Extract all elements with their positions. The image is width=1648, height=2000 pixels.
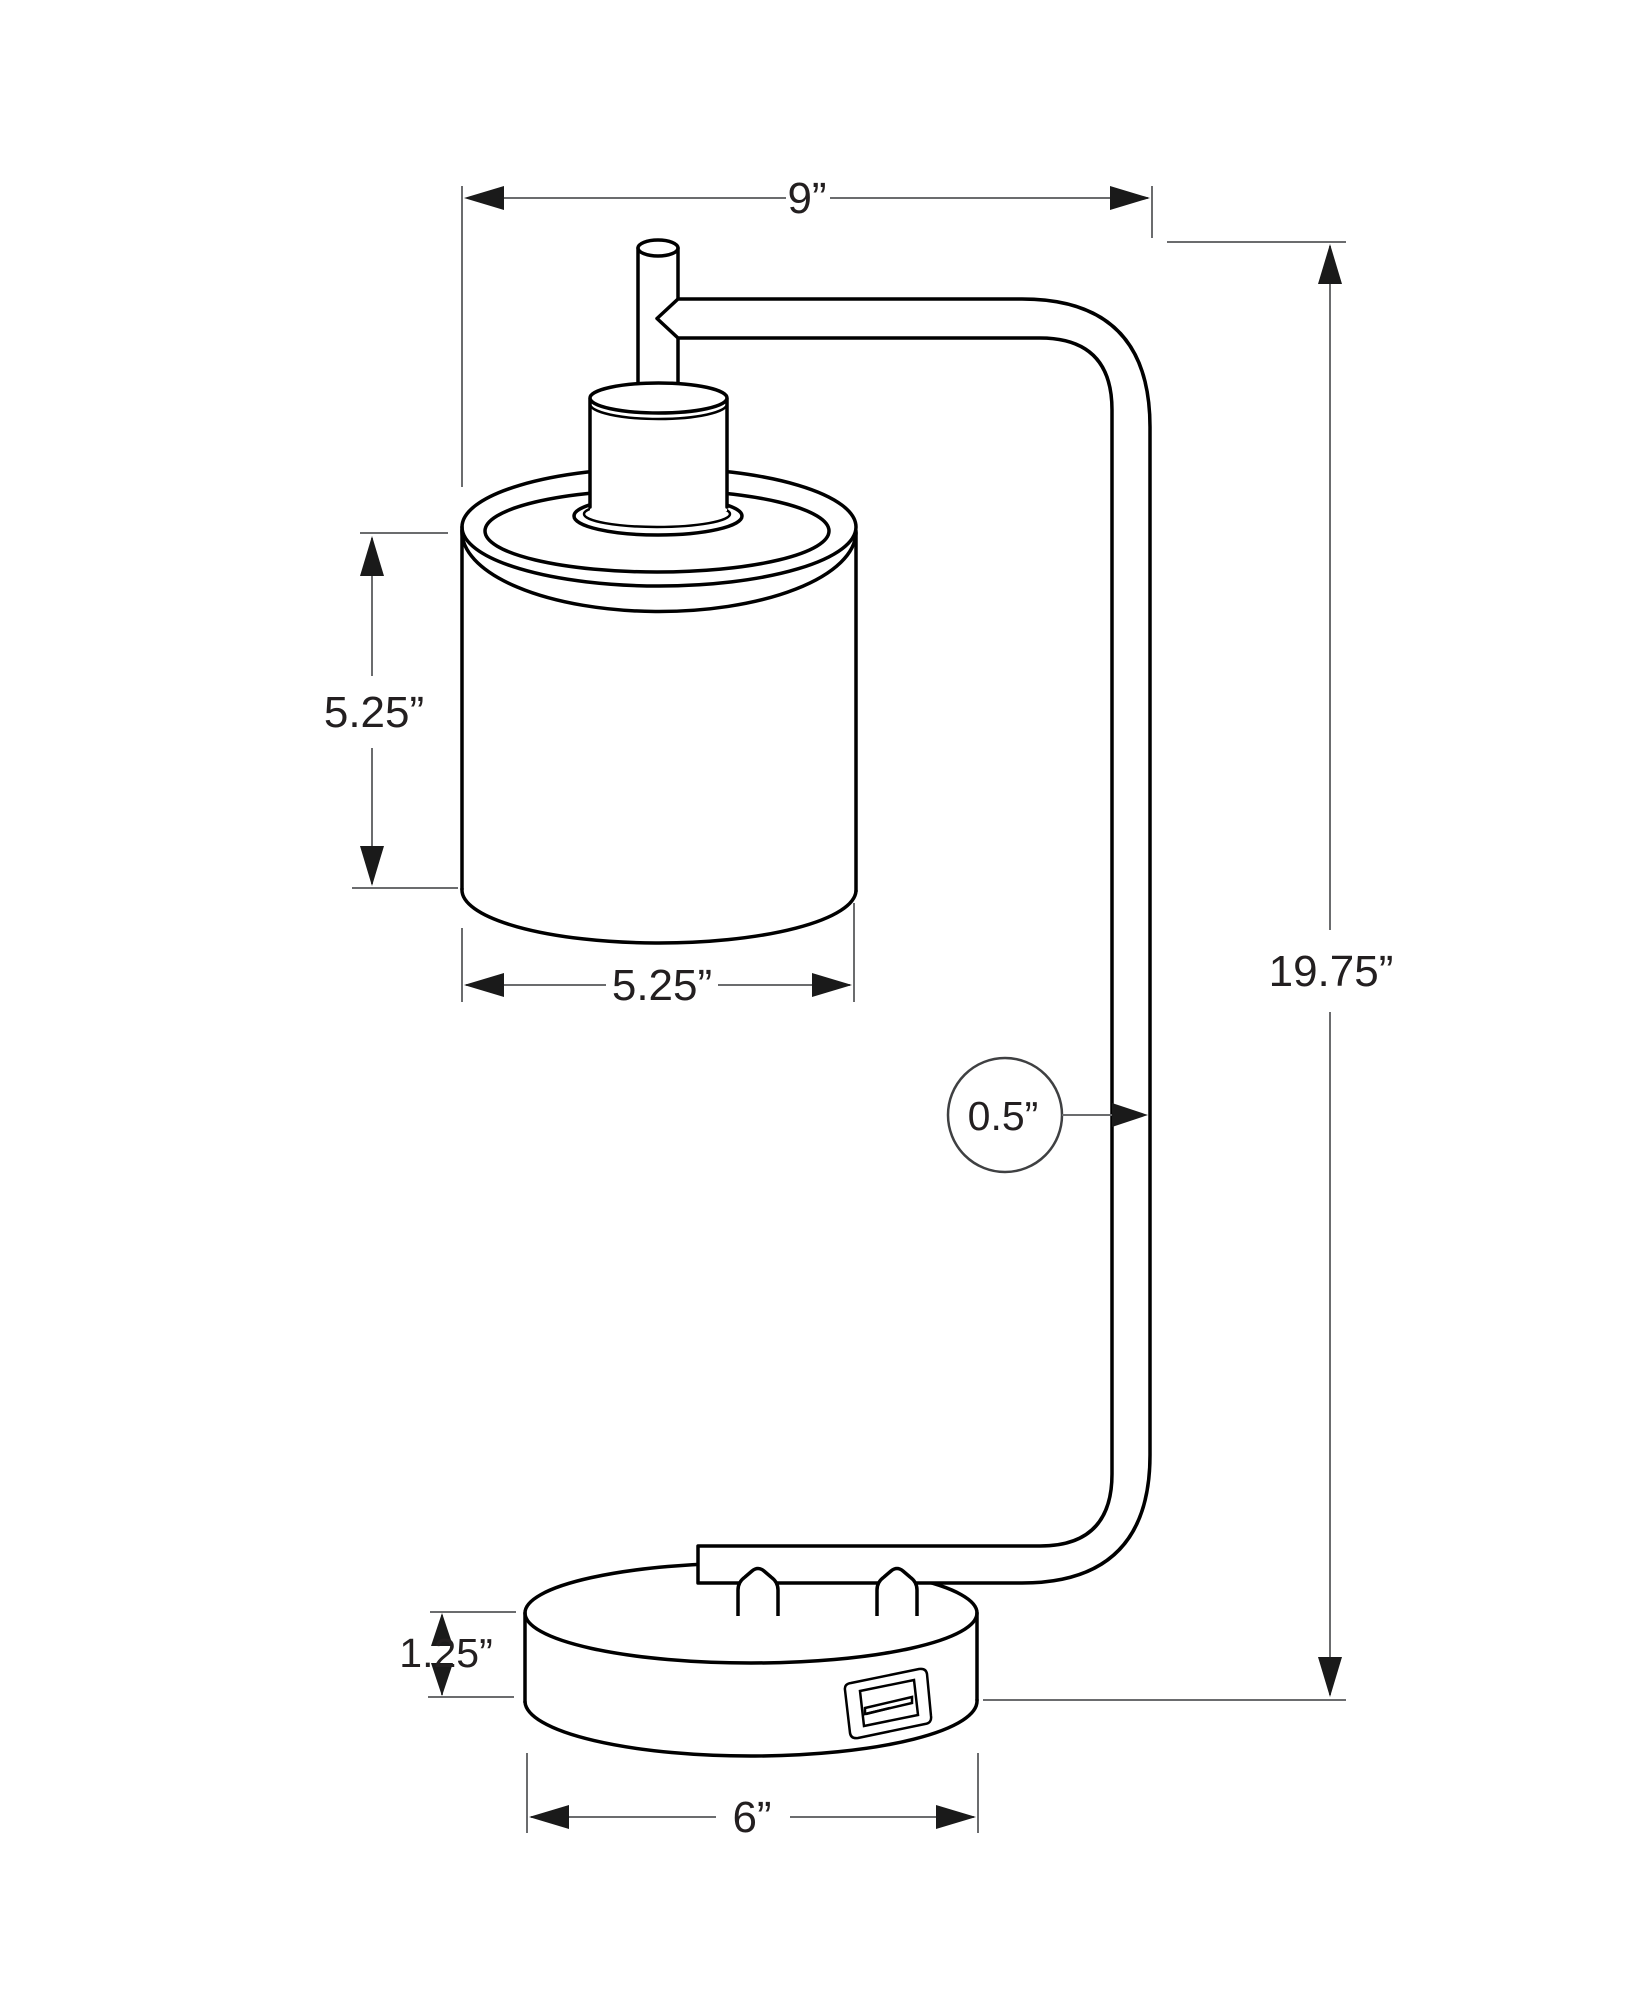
dim-label-pole-diameter: 0.5” (968, 1093, 1039, 1139)
dim-label-base-width: 6” (732, 1793, 771, 1842)
dimension-pole-diameter: 0.5” (946, 1056, 1148, 1174)
dim-label-total-height: 19.75” (1269, 947, 1394, 996)
lamp-arm-tube (655, 297, 1152, 1585)
dimension-shade-width: 5.25” (461, 903, 855, 1010)
socket (588, 381, 729, 511)
switch-knob-2 (875, 1566, 919, 1616)
dimension-top-width: 9” (461, 174, 1153, 487)
usb-blade (863, 1695, 914, 1716)
dimension-base-width: 6” (526, 1753, 979, 1842)
usb-port (843, 1667, 933, 1740)
dim-label-top-width: 9” (787, 174, 826, 223)
dimension-base-height: 1.25” (399, 1611, 516, 1698)
dim-label-shade-height: 5.25” (324, 688, 424, 737)
finial-rod (636, 238, 680, 392)
lamp-shade (460, 381, 858, 945)
dim-label-base-height: 1.25” (399, 1630, 492, 1676)
dim-label-shade-width: 5.25” (612, 961, 712, 1010)
dimension-total-height: 19.75” (983, 241, 1394, 1701)
switch-knob-1 (736, 1566, 780, 1616)
dimension-shade-height: 5.25” (324, 532, 458, 889)
